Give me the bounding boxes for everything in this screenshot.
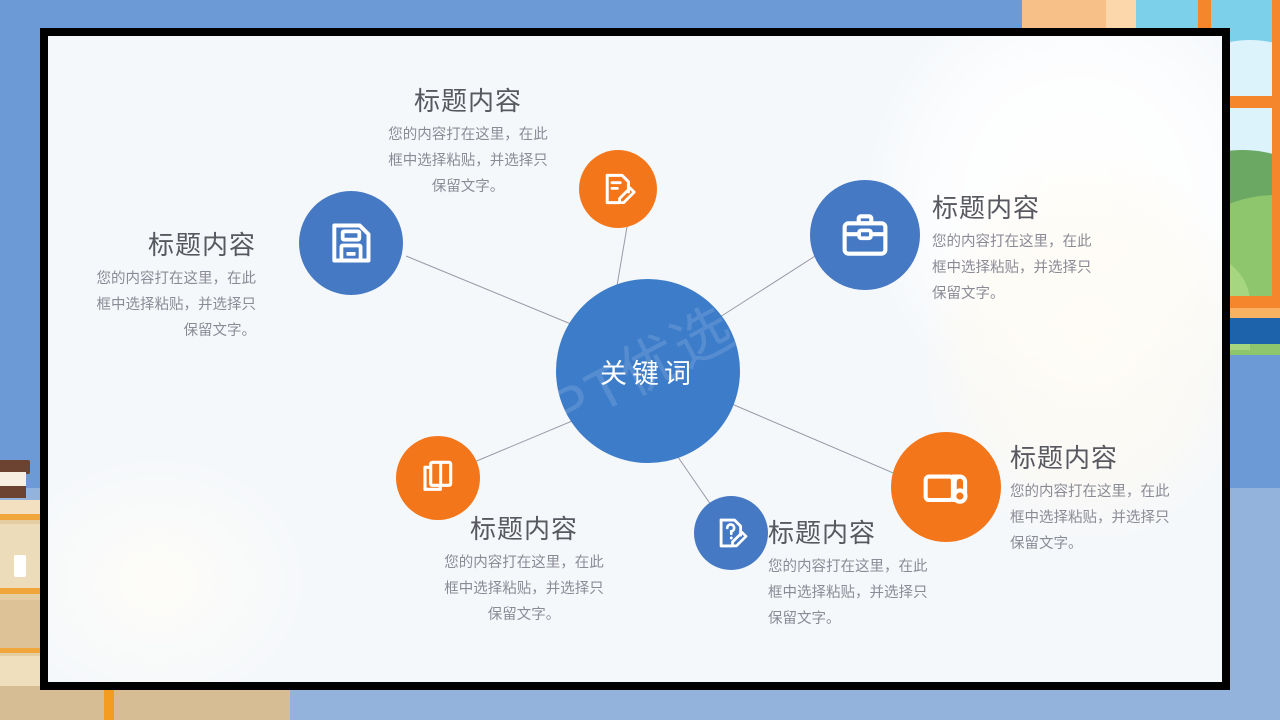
node-body-save: 您的内容打在这里，在此 框中选择粘贴，并选择只 保留文字。	[96, 271, 257, 339]
floor-strip	[0, 686, 290, 720]
node-body-books: 您的内容打在这里，在此 框中选择粘贴，并选择只 保留文字。	[444, 555, 604, 623]
node-body-briefcase: 您的内容打在这里，在此 框中选择粘贴，并选择只 保留文字。	[932, 234, 1092, 302]
hub-node-keyword[interactable]: PPT优选园 关键词	[556, 279, 740, 463]
node-title-save: 标题内容	[147, 230, 256, 260]
node-scroll[interactable]	[891, 432, 1001, 542]
node-question-document[interactable]	[694, 496, 768, 570]
mug-lid-icon	[0, 460, 30, 474]
slide-canvas: PPT优选园 关键词 标题内容 您的内容打在这里，在此 框中选择粘贴，并选择只 …	[48, 36, 1222, 682]
question-document-icon	[719, 518, 748, 548]
mug-band-icon	[0, 486, 26, 498]
slide-frame: PPT优选园 关键词 标题内容 您的内容打在这里，在此 框中选择粘贴，并选择只 …	[40, 28, 1230, 690]
cabinet-post	[104, 686, 114, 720]
node-body-edit-document: 您的内容打在这里，在此 框中选择粘贴，并选择只 保留文字。	[388, 127, 548, 195]
node-save[interactable]	[299, 191, 403, 295]
text-block-scroll: 标题内容 您的内容打在这里，在此 框中选择粘贴，并选择只 保留文字。	[1010, 441, 1222, 557]
node-title-briefcase: 标题内容	[932, 193, 1041, 223]
scroll-icon	[923, 474, 968, 504]
books-icon	[423, 460, 453, 491]
hub-label: 关键词	[600, 358, 696, 389]
briefcase-icon	[842, 214, 888, 256]
text-block-books: 标题内容 您的内容打在这里，在此 框中选择粘贴，并选择只 保留文字。	[404, 512, 644, 628]
node-edit-document[interactable]	[579, 150, 657, 228]
node-body-scroll: 您的内容打在这里，在此 框中选择粘贴，并选择只 保留文字。	[1010, 484, 1170, 552]
edit-document-icon	[605, 173, 636, 205]
save-icon	[332, 223, 371, 263]
text-block-question-document: 标题内容 您的内容打在这里，在此 框中选择粘贴，并选择只 保留文字。	[768, 516, 978, 632]
text-block-briefcase: 标题内容 您的内容打在这里，在此 框中选择粘贴，并选择只 保留文字。	[932, 191, 1162, 307]
node-title-scroll: 标题内容	[1010, 443, 1119, 473]
text-block-edit-document: 标题内容 您的内容打在这里，在此 框中选择粘贴，并选择只 保留文字。	[348, 84, 588, 200]
connector-to-scroll	[712, 395, 906, 479]
node-title-edit-document: 标题内容	[413, 86, 522, 116]
node-title-question-document: 标题内容	[768, 518, 877, 548]
cabinet-handle-icon	[14, 555, 26, 577]
node-books[interactable]	[396, 436, 480, 520]
text-block-save: 标题内容 您的内容打在这里，在此 框中选择粘贴，并选择只 保留文字。	[56, 228, 257, 344]
window-mullion-vertical-right	[1272, 0, 1280, 310]
light-wash-bottom-left	[48, 456, 308, 682]
node-body-question-document: 您的内容打在这里，在此 框中选择粘贴，并选择只 保留文字。	[768, 559, 928, 627]
node-briefcase[interactable]	[810, 180, 920, 290]
node-title-books: 标题内容	[469, 514, 578, 544]
